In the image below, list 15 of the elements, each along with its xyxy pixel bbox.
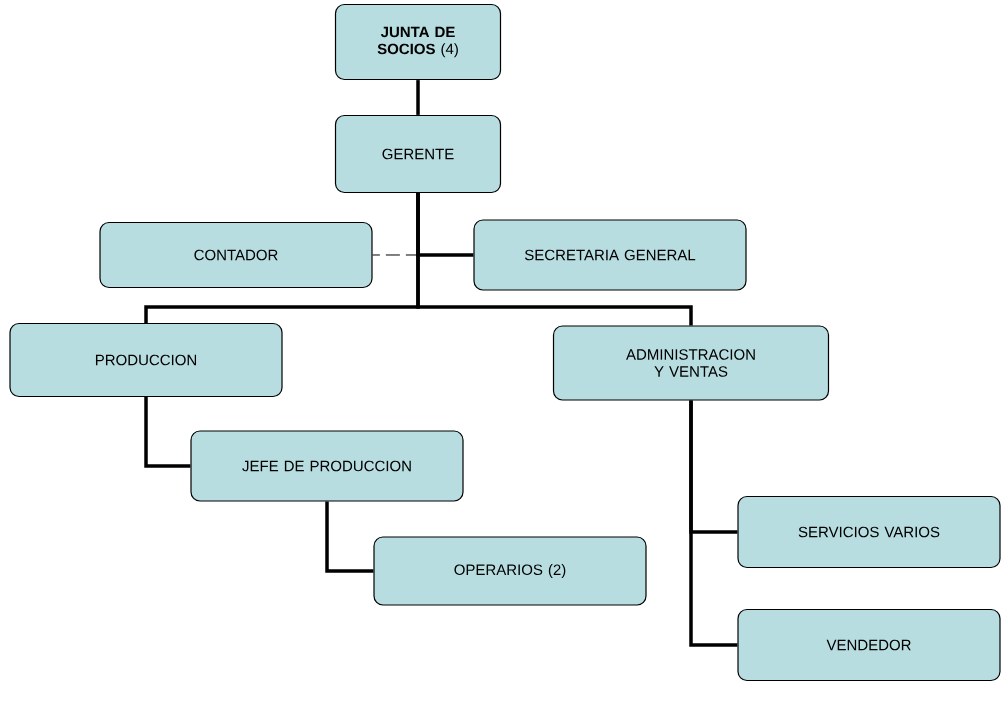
connector-line bbox=[416, 193, 693, 326]
org-box: CONTADOR bbox=[99, 221, 373, 289]
org-box: JEFE DE PRODUCCION bbox=[190, 430, 464, 502]
org-box: VENDEDOR bbox=[737, 608, 1001, 682]
org-box: SERVICIOS VARIOS bbox=[737, 495, 1001, 569]
org-box: ADMINISTRACION Y VENTAS bbox=[552, 325, 830, 401]
org-box: PRODUCCION bbox=[9, 322, 283, 398]
org-box: JUNTA DE SOCIOS (4) bbox=[334, 3, 502, 81]
org-box: SECRETARIA GENERAL bbox=[473, 219, 747, 291]
connector-line bbox=[689, 400, 738, 647]
connector-line bbox=[325, 501, 374, 573]
connector-line bbox=[416, 80, 420, 115]
org-box: GERENTE bbox=[334, 114, 502, 194]
connector-line bbox=[144, 397, 191, 468]
org-box: OPERARIOS (2) bbox=[373, 536, 647, 606]
